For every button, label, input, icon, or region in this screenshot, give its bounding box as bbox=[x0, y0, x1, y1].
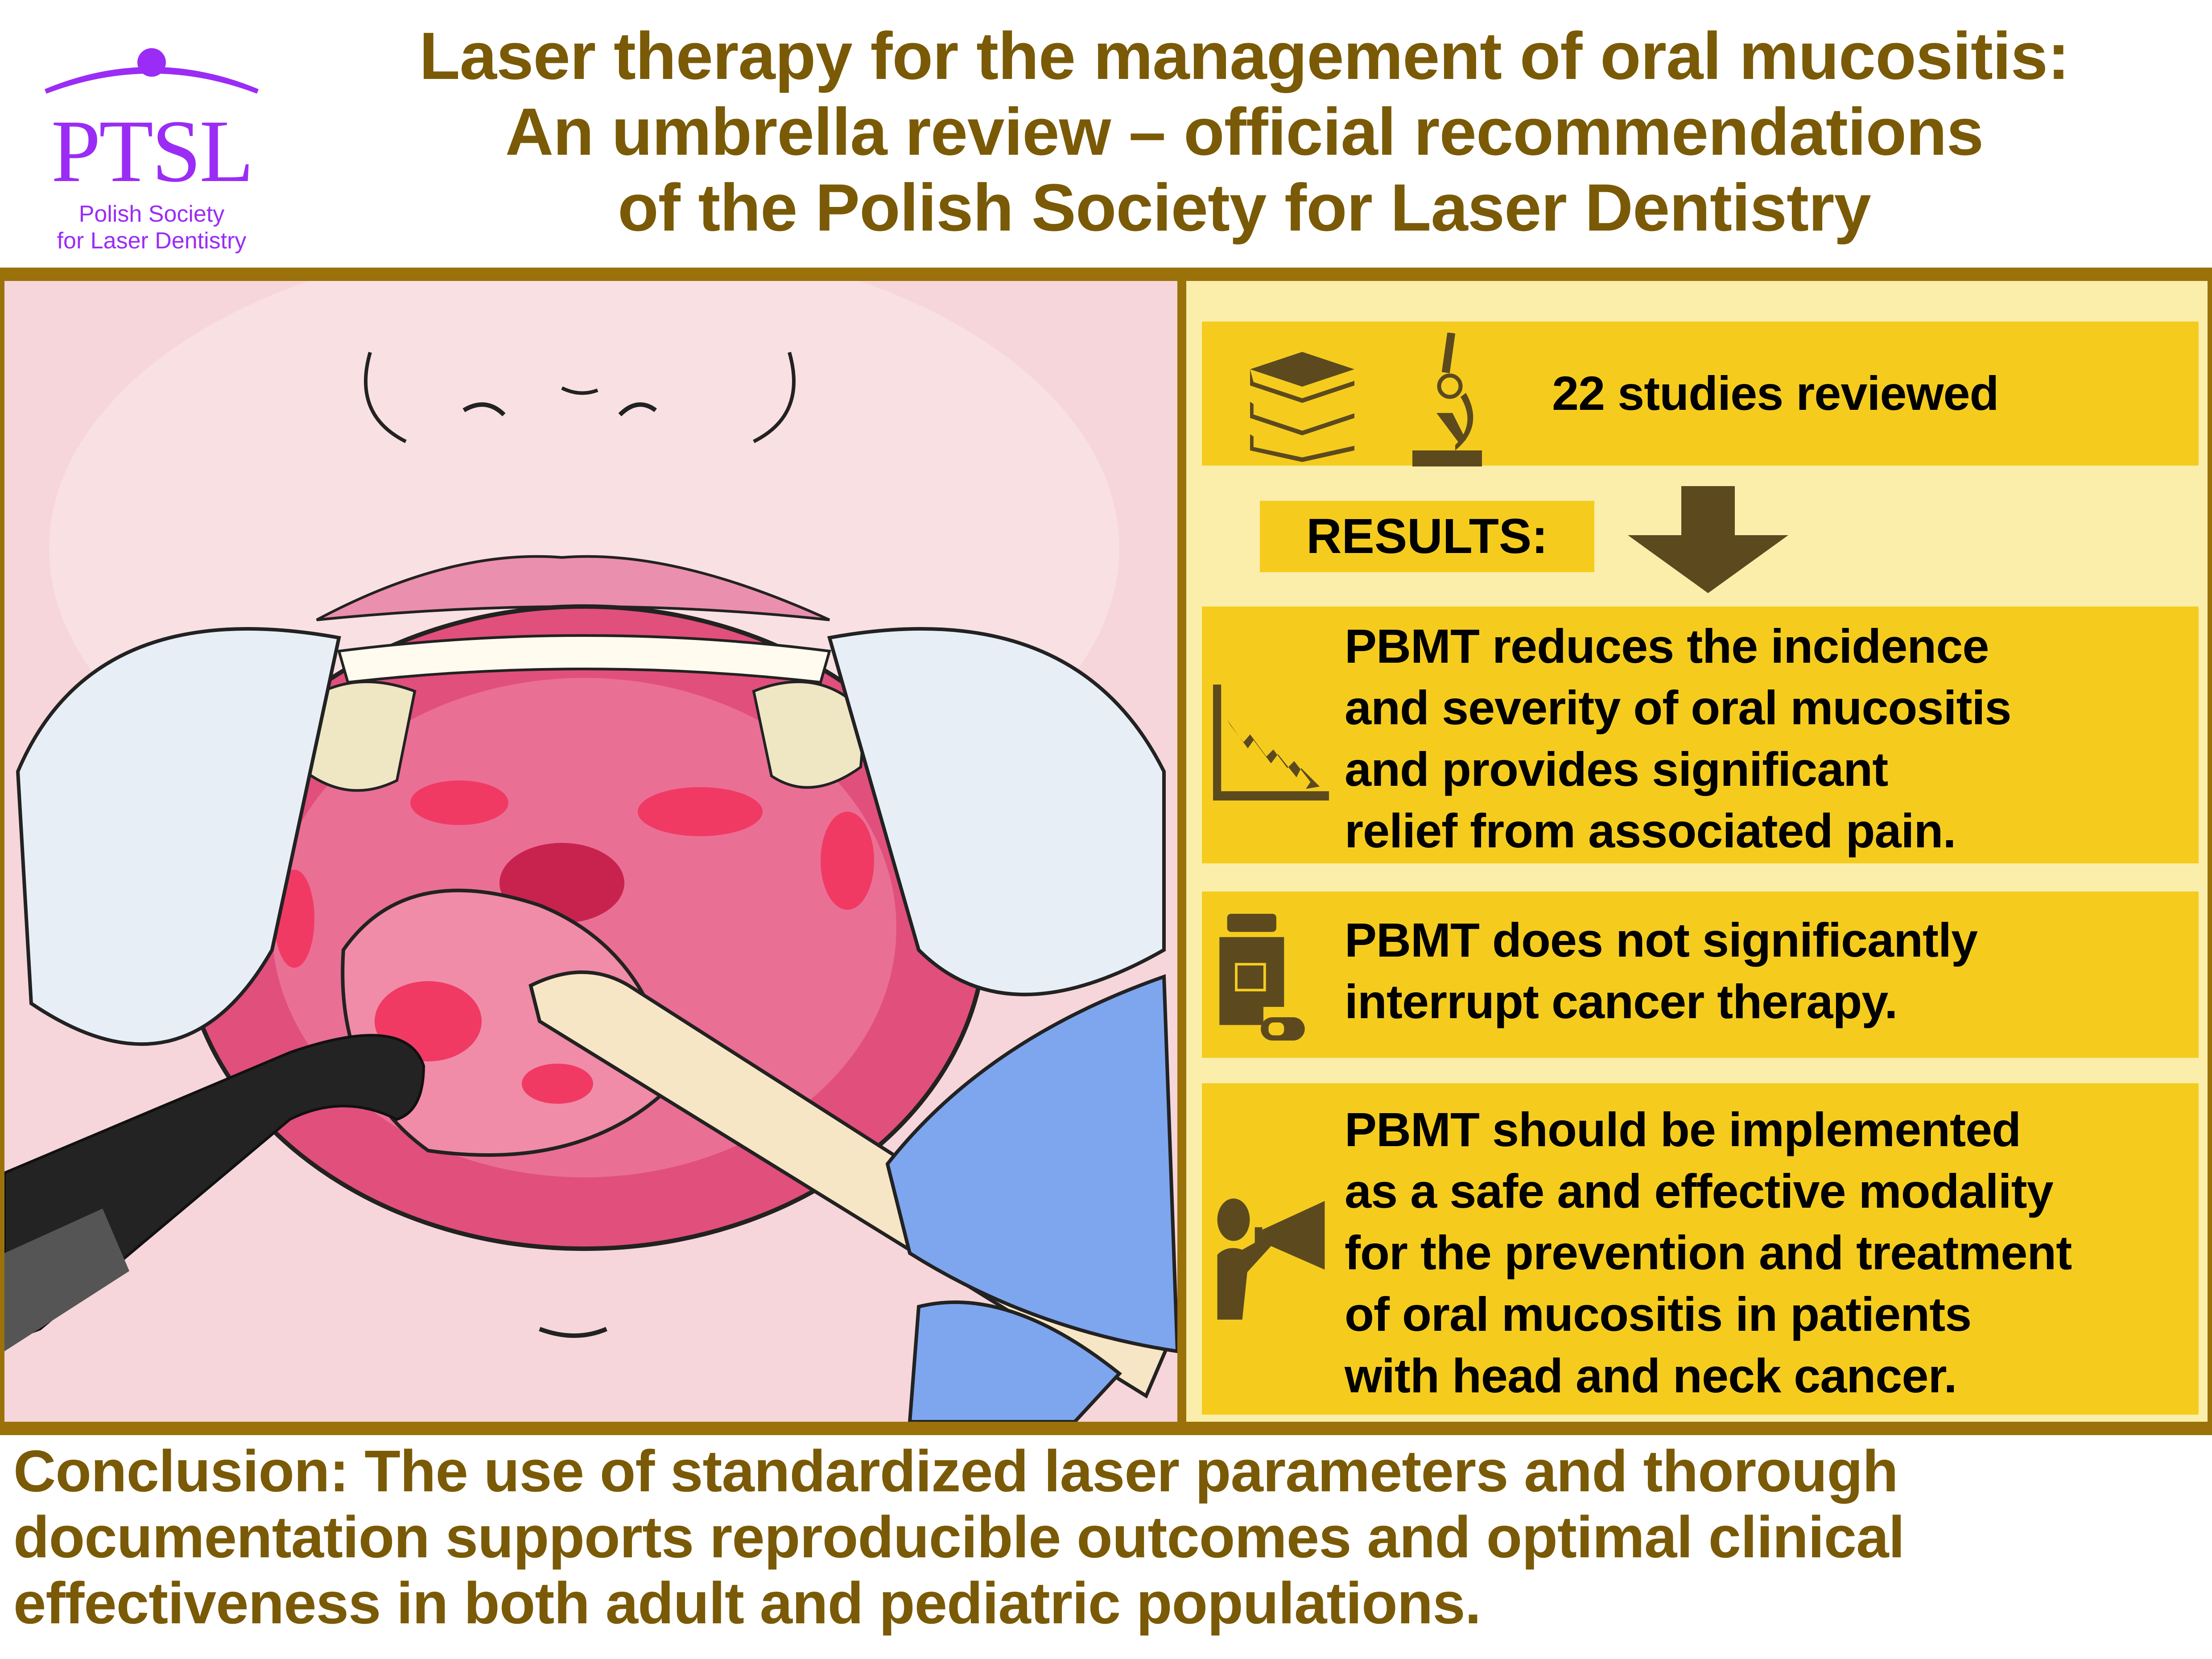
title-line: Laser therapy for the management of oral… bbox=[419, 18, 2070, 93]
arrow-down-icon bbox=[1628, 486, 1788, 593]
finding-text: PBMT reduces the incidence and severity … bbox=[1345, 619, 2011, 858]
finding-card-3: PBMT should be implemented as a safe and… bbox=[1202, 1083, 2199, 1415]
logo-arc-icon bbox=[45, 48, 259, 94]
mouth-illustration-icon bbox=[4, 281, 1177, 1422]
conclusion-line: Conclusion: The use of standardized lase… bbox=[13, 1438, 1898, 1504]
logo-subtitle-line: for Laser Dentistry bbox=[57, 228, 247, 254]
title-line: of the Polish Society for Laser Dentistr… bbox=[618, 170, 1871, 245]
conclusion-text: Conclusion: The use of standardized lase… bbox=[13, 1438, 2208, 1636]
finding-text: PBMT does not significantly interrupt ca… bbox=[1345, 913, 1978, 1028]
declining-chart-icon bbox=[1213, 685, 1329, 801]
studies-card: 22 studies reviewed bbox=[1202, 322, 2199, 466]
conclusion-line: effectiveness in both adult and pediatri… bbox=[13, 1570, 1481, 1636]
findings-panel: 22 studies reviewed RESULTS: PBMT reduce… bbox=[1186, 281, 2208, 1422]
logo-subtitle: Polish Society for Laser Dentistry bbox=[27, 201, 276, 254]
right-frame-edge bbox=[2208, 281, 2212, 1422]
ptsl-logo: PTSL Polish Society for Laser Dentistry bbox=[27, 27, 276, 254]
books-icon bbox=[1250, 352, 1354, 462]
bottom-frame-band bbox=[0, 1422, 2212, 1435]
panel-divider bbox=[1177, 281, 1186, 1422]
microscope-icon bbox=[1412, 333, 1482, 466]
finding-text: PBMT should be implemented as a safe and… bbox=[1345, 1102, 2072, 1403]
conclusion-line: documentation supports reproducible outc… bbox=[13, 1504, 1905, 1570]
megaphone-person-icon bbox=[1217, 1198, 1325, 1320]
finding-card-2: PBMT does not significantly interrupt ca… bbox=[1202, 891, 2199, 1058]
page-title: Laser therapy for the management of oral… bbox=[285, 18, 2203, 245]
finding-card-1: PBMT reduces the incidence and severity … bbox=[1202, 607, 2199, 863]
title-line: An umbrella review – official recommenda… bbox=[505, 94, 1984, 169]
results-label: RESULTS: bbox=[1260, 501, 1594, 572]
logo-subtitle-line: Polish Society bbox=[78, 201, 225, 227]
medicine-bottle-icon bbox=[1219, 914, 1305, 1041]
logo-abbreviation: PTSL bbox=[51, 102, 254, 201]
top-frame-band bbox=[0, 268, 2212, 281]
oral-mucositis-illustration bbox=[0, 281, 1177, 1422]
studies-count-text: 22 studies reviewed bbox=[1552, 366, 1999, 420]
